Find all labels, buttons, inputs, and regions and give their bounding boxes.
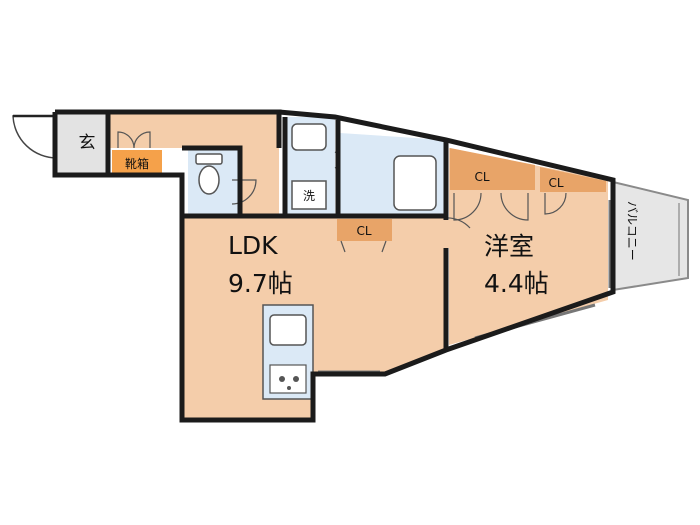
- stove-burner: [293, 376, 299, 382]
- bathtub: [393, 155, 437, 211]
- bedroom-size: 4.4帖: [484, 269, 549, 298]
- shoe-box: [112, 150, 162, 176]
- kitchen-stove: [269, 364, 307, 394]
- entrance-label: 玄: [79, 133, 96, 153]
- ldk-closet-doors: [340, 240, 387, 253]
- stove-burner: [279, 376, 285, 382]
- ldk-floor: [182, 216, 446, 420]
- corridor-floor-2: [238, 112, 279, 214]
- toilet-door-swing: [231, 179, 257, 205]
- bedroom-name: 洋室: [484, 232, 534, 261]
- balcony-label: バルコニー: [625, 201, 639, 261]
- ldk-size: 9.7帖: [228, 269, 293, 298]
- bedroom-closet-large-label: CL: [474, 170, 489, 184]
- entrance-door-swing: [12, 115, 58, 159]
- ldk-name: LDK: [228, 231, 278, 260]
- balcony-area: [612, 180, 689, 292]
- toilet-tank: [195, 153, 223, 165]
- bedroom-closet-small-label: CL: [548, 176, 563, 190]
- shoe-box-door-swing: [117, 131, 151, 149]
- bedroom-closet-doors: [453, 192, 567, 221]
- stove-burner: [287, 386, 291, 390]
- toilet-bowl: [198, 165, 220, 195]
- washbasin: [291, 123, 327, 151]
- washer-label: 洗: [303, 189, 315, 203]
- kitchen-sink: [269, 314, 307, 346]
- shoe-box-label: 靴箱: [125, 156, 149, 171]
- ldk-closet-label: CL: [356, 224, 371, 238]
- bedroom-closet-small: [540, 167, 606, 192]
- entrance-floor: [57, 112, 109, 174]
- bedroom-floor: [449, 148, 608, 345]
- washer-space: [291, 180, 327, 210]
- bedroom-closet-large: [450, 148, 535, 190]
- ldk-closet: [337, 219, 392, 241]
